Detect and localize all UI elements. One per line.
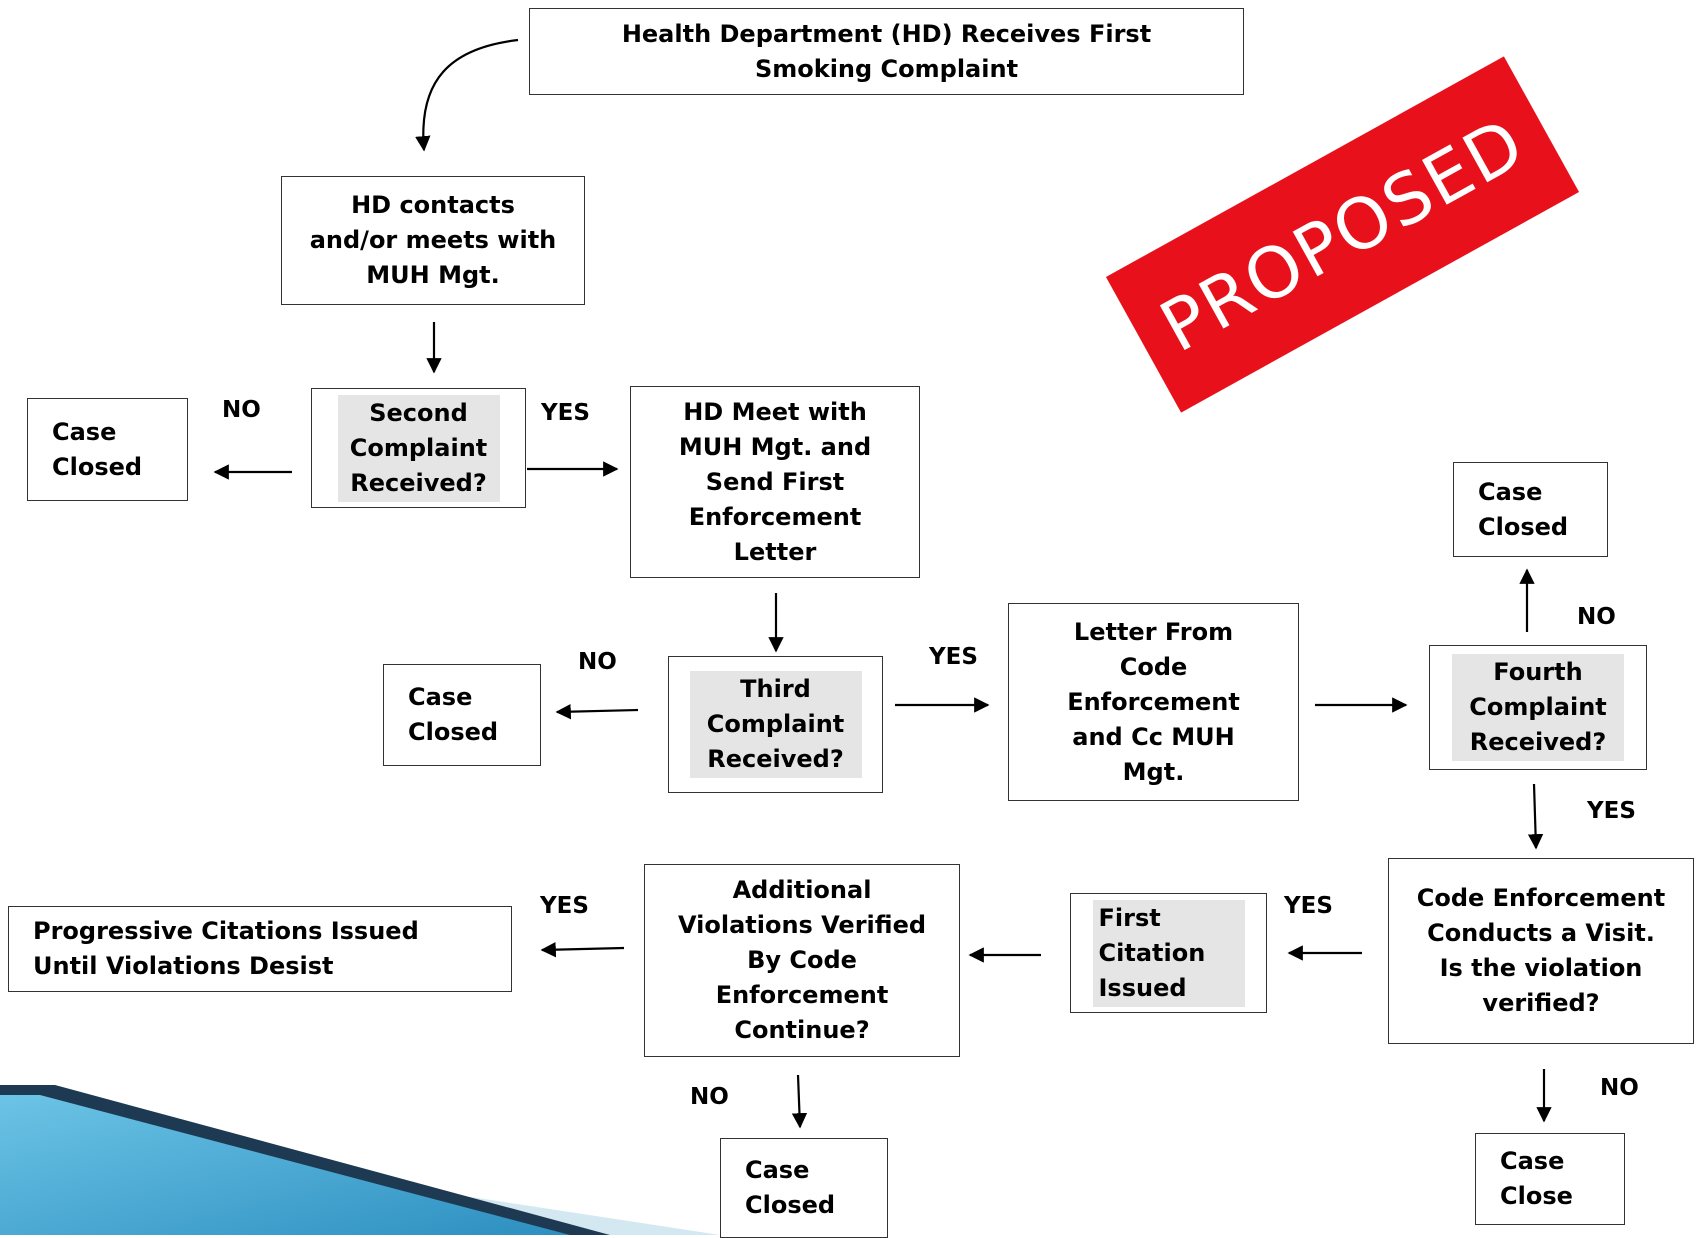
case-closed-2-box: Case Closed [383,664,541,766]
hd-meet-letter-box: HD Meet with MUH Mgt. and Send First Enf… [630,386,920,578]
case-closed-4-box: Case Closed [720,1138,888,1238]
letter-code-enforcement-box: Letter From Code Enforcement and Cc MUH … [1008,603,1299,801]
progressive-citations-box: Progressive Citations Issued Until Viola… [8,906,512,992]
second-complaint-text: Second Complaint Received? [337,394,500,502]
label-yes-visit: YES [1284,893,1333,919]
code-visit-text: Code Enforcement Conducts a Visit. Is th… [1416,884,1666,1017]
first-complaint-box: Health Department (HD) Receives First Sm… [529,8,1244,95]
case-close-5-text: Case Close [1500,1147,1573,1210]
third-complaint-box: Third Complaint Received? [668,656,883,793]
label-no-fourth: NO [1577,604,1616,630]
label-yes-second: YES [541,400,590,426]
case-closed-1-text: Case Closed [52,417,143,481]
third-complaint-text: Third Complaint Received? [689,671,862,778]
fourth-complaint-text: Fourth Complaint Received? [1452,654,1624,761]
hd-contacts-text: HD contacts and/or meets with MUH Mgt. [309,191,557,289]
hd-contacts-box: HD contacts and/or meets with MUH Mgt. [281,176,585,305]
label-yes-third: YES [929,644,978,670]
letter-code-enforcement-text: Letter From Code Enforcement and Cc MUH … [1067,617,1240,786]
case-closed-2-text: Case Closed [408,683,499,746]
label-no-additional: NO [690,1084,729,1110]
case-close-5-box: Case Close [1475,1133,1625,1225]
first-citation-text: First Citation Issued [1092,899,1245,1007]
label-no-second: NO [222,397,261,423]
second-complaint-box: Second Complaint Received? [311,388,526,508]
progressive-citations-text: Progressive Citations Issued Until Viola… [33,917,419,980]
corner-swoosh-blue [0,1095,570,1235]
case-closed-3-text: Case Closed [1478,477,1569,541]
label-yes-additional: YES [540,893,589,919]
arrow-third-no [555,703,639,720]
arrow-additional-no [791,1074,808,1129]
corner-swoosh-decoration [0,1085,720,1235]
additional-violations-text: Additional Violations Verified By Code E… [677,876,927,1044]
arrow-additional-yes [540,941,625,958]
case-closed-3-box: Case Closed [1453,462,1608,557]
hd-meet-letter-text: HD Meet with MUH Mgt. and Send First Enf… [678,397,872,566]
label-no-third: NO [578,649,617,675]
label-yes-fourth: YES [1587,798,1636,824]
arrow-fourth-yes [1527,783,1544,850]
arrow-start-to-contacts [415,38,519,152]
fourth-complaint-box: Fourth Complaint Received? [1429,645,1647,770]
code-visit-box: Code Enforcement Conducts a Visit. Is th… [1388,858,1694,1044]
additional-violations-box: Additional Violations Verified By Code E… [644,864,960,1057]
case-closed-4-text: Case Closed [745,1156,836,1219]
label-no-visit: NO [1600,1075,1639,1101]
first-complaint-text: Health Department (HD) Receives First Sm… [621,19,1152,83]
first-citation-box: First Citation Issued [1070,893,1267,1013]
case-closed-1-box: Case Closed [27,398,188,501]
